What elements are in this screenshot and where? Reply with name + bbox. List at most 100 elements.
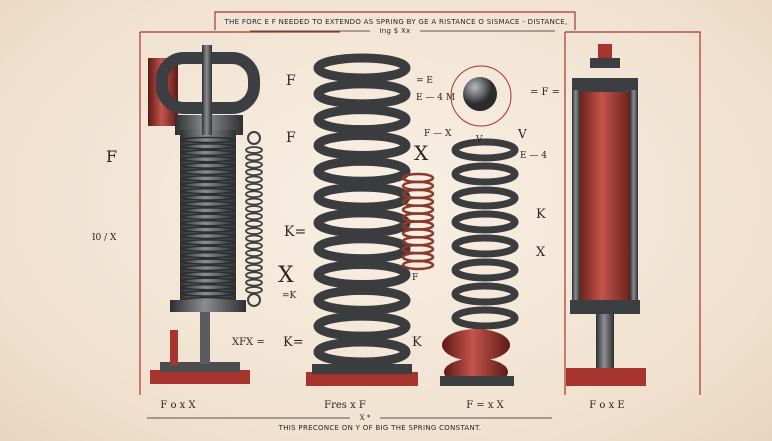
label-k: K [412,335,422,350]
coil-turn [451,234,519,258]
label-eq: E — 4 [520,151,547,161]
copper-spring [401,172,435,271]
formula: F o x E [589,400,624,411]
coil-turn [245,278,263,287]
label-eq: = F = [530,87,560,98]
coil-turn [181,143,235,150]
coil-turn [181,168,235,176]
coil-turn [181,277,235,285]
coil-turn [245,227,263,235]
coil-turn [313,337,411,367]
label-eq-k: =K [282,291,297,301]
label-k-eq: K= [284,224,306,240]
coil-turn [313,130,411,160]
coil-turn [181,175,235,182]
coil-turn [245,286,263,294]
coil-turn [451,210,519,234]
coil-turn [181,207,235,214]
coil-turn [181,226,235,233]
small-hanging-spring [245,131,263,307]
coil-turn [181,283,235,291]
label-eq: E — 4 M [416,93,455,103]
coil-turn [245,160,263,169]
label-v: V [475,135,483,145]
coil-turn [313,182,411,212]
coil-turn [245,153,263,162]
coil-turn [181,149,235,157]
labels: F I0 / X F F K= X =K XFX = K= X F — X = … [92,73,560,350]
footer: F o x X Fres x F F = x X F o x E X * THI… [147,400,625,432]
coil-turn [245,146,263,154]
coil-turn [401,259,435,271]
header-subcaption: Ing $ Xx [379,27,410,35]
coil-turn [181,200,235,208]
coil-turn [245,219,263,228]
coil-turn [451,162,519,186]
coil-turn [181,136,235,144]
coil-turn [181,239,235,246]
label-f: F [412,273,418,283]
coil-turn [181,219,235,227]
footer-caption: THIS PRECONCE ON Y OF BIG THE SPRING CON… [278,424,482,432]
coil-turn [181,155,235,163]
coil-turn [313,234,411,264]
frame-lines [139,11,701,395]
coil-turn [313,156,411,186]
clamp-spring-device [148,45,260,384]
coil-turn [245,249,263,258]
label-xfx: XFX = [232,337,265,348]
coil-turn [245,205,263,213]
label-x: X [414,141,429,165]
formula: F o x X [160,400,196,411]
formula: F = x X [466,400,504,411]
label-x: X [536,245,546,260]
large-coil-spring [306,53,418,386]
coil-turn [313,208,411,238]
coil-turn [181,271,235,278]
label-f: F [286,130,296,146]
label-f: F [106,147,117,166]
formula: Fres x F [324,400,366,411]
coil-turn [181,245,235,253]
coil-turn [245,263,263,272]
label-fraction: I0 / X [92,233,117,243]
label-v: V [517,127,527,141]
coil-turn [245,271,263,280]
coil-turn [181,251,235,259]
coil-turn [181,194,235,201]
footer-mark: X * [360,414,371,422]
coil-turn [245,241,263,250]
coil-turn [245,168,263,177]
coil-turn [451,258,519,282]
coil-turn [451,138,519,162]
coil-turn [313,260,411,290]
coil-turn [181,181,235,189]
coil-turn [451,282,519,306]
header-caption: THE FORC E F NEEDED TO EXTENDO AS SPRING… [223,18,567,26]
coil-turn [181,162,235,169]
coil-turn [313,53,411,83]
coil-turn [181,232,235,240]
label-eq: = E [416,76,433,86]
coil-turn [313,311,411,341]
coil-turn [181,258,235,265]
coil-turn [181,264,235,272]
coil-turn [245,197,263,206]
coil-turn [181,213,235,221]
coil-turn [245,190,263,199]
coil-turn [245,212,263,221]
coil-turn [245,234,263,243]
label-x: X [278,263,294,288]
ball-spring-assembly [440,65,519,386]
label-k: K [536,207,546,222]
coil-turn [181,290,235,297]
label-f: F [286,73,296,89]
coil-turn [245,256,263,265]
coil-turn [313,79,411,109]
coil-turn [313,105,411,135]
steel-ball [463,77,497,111]
coil-turn [245,182,263,191]
coil-turn [451,306,519,330]
coil-turn [313,285,411,315]
